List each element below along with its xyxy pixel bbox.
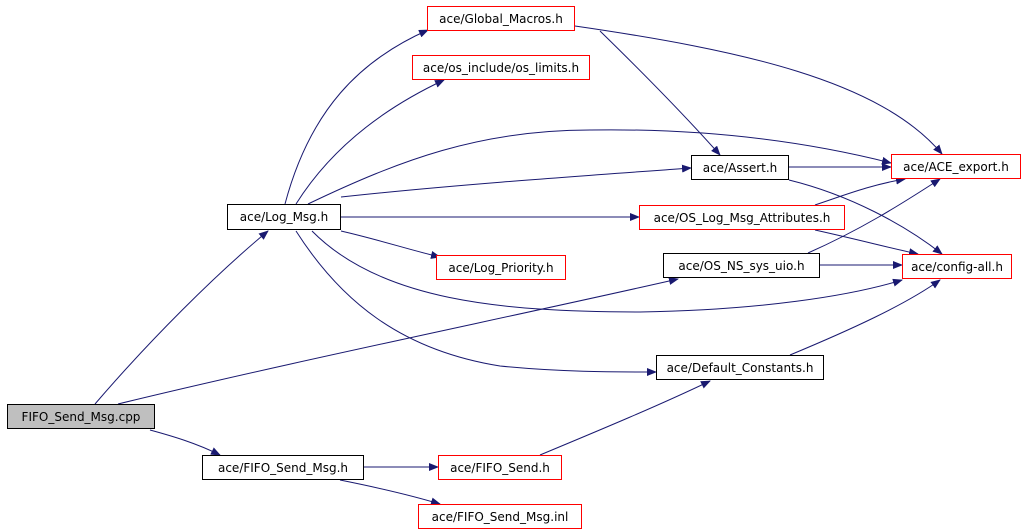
edge-log_msg-to-default [295, 230, 657, 376]
node-fifo-send-h[interactable]: ace/FIFO_Send.h [438, 455, 562, 480]
node-config-all-h[interactable]: ace/config-all.h [902, 254, 1012, 279]
node-fifo-send-msg-cpp[interactable]: FIFO_Send_Msg.cpp [7, 404, 155, 429]
edge-log_msg-to-config [311, 230, 903, 313]
node-fifo-send-msg-h[interactable]: ace/FIFO_Send_Msg.h [202, 455, 364, 480]
node-ace-export-h[interactable]: ace/ACE_export.h [891, 154, 1021, 179]
edge-os_log-to-config [814, 229, 919, 257]
edge-log_msg-to-assert [340, 164, 692, 198]
node-os-ns-sys-uio-h[interactable]: ace/OS_NS_sys_uio.h [663, 253, 820, 278]
node-os-limits-h[interactable]: ace/os_include/os_limits.h [412, 55, 590, 80]
edges [94, 25, 943, 506]
node-global-macros-h[interactable]: ace/Global_Macros.h [427, 6, 575, 31]
edge-fifo_msg_h-to-fifo_inl [339, 479, 441, 506]
node-os-log-msg-attributes-h[interactable]: ace/OS_Log_Msg_Attributes.h [639, 205, 845, 230]
edge-os_log-to-ace_exp [814, 176, 906, 206]
edge-fifo_cpp-to-fifo_msg_h [149, 429, 221, 456]
edge-global-to-ace_exp [574, 25, 943, 155]
edge-log_msg-to-ace_exp [307, 129, 892, 205]
node-default-constants-h[interactable]: ace/Default_Constants.h [656, 355, 824, 380]
edge-log_msg-to-log_pri [340, 230, 441, 259]
node-assert-h[interactable]: ace/Assert.h [691, 155, 789, 180]
edge-fifo_send-to-default [539, 380, 711, 456]
edge-log_msg-to-global [284, 29, 429, 205]
node-fifo-send-msg-inl[interactable]: ace/FIFO_Send_Msg.inl [418, 504, 582, 529]
edge-default-to-config [789, 279, 941, 356]
edge-fifo_cpp-to-log_msg [94, 230, 269, 405]
edge-assert-to-config [788, 179, 943, 255]
edge-global-to-assert [599, 30, 721, 156]
edge-fifo_cpp-to-os_ns [117, 277, 679, 405]
edge-os_ns-to-ace_exp [807, 178, 941, 254]
edge-log_msg-to-os_lim [295, 79, 445, 205]
node-log-msg-h[interactable]: ace/Log_Msg.h [227, 204, 341, 230]
node-log-priority-h[interactable]: ace/Log_Priority.h [436, 255, 566, 280]
